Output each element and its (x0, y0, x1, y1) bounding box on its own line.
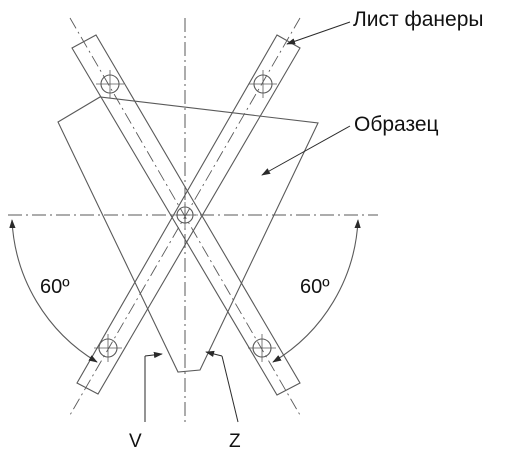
label-angle-left: 60º (40, 276, 70, 298)
hole-top-right (249, 70, 277, 98)
hole-bottom-right (248, 334, 276, 362)
leader-z (221, 355, 239, 423)
label-specimen: Образец (354, 113, 439, 136)
angle-arc-left (9, 219, 98, 363)
label-axis-v: V (129, 431, 142, 452)
label-plywood-sheet: Лист фанеры (353, 8, 483, 31)
leader-z-head (205, 350, 223, 358)
angle-arc-right (272, 219, 361, 363)
label-axis-z: Z (229, 431, 241, 452)
hole-center (172, 202, 198, 228)
leader-plywood-sheet (286, 21, 351, 45)
specimen-outline (57, 96, 319, 373)
hole-bottom-left (94, 334, 122, 362)
leader-v-head (144, 351, 163, 359)
plywood-strip-v (71, 34, 301, 396)
leader-specimen (261, 125, 351, 176)
hole-top-left (96, 70, 124, 98)
label-angle-right: 60º (300, 276, 330, 298)
